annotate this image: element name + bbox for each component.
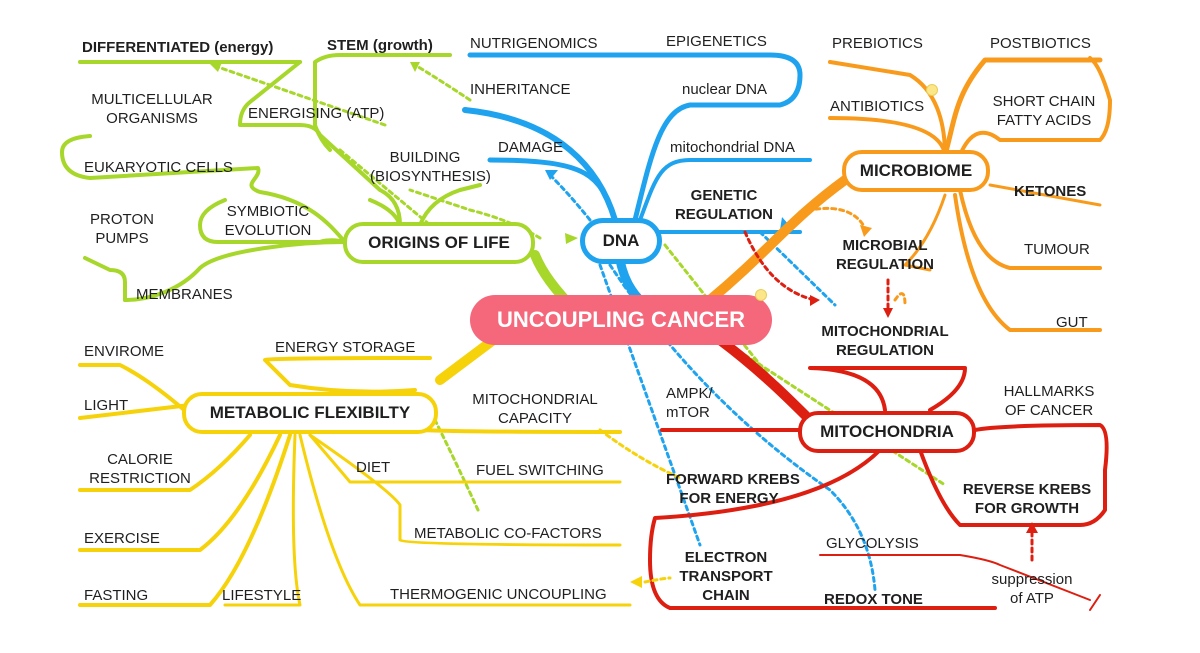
lifestyle-label: LIFESTYLE	[222, 587, 302, 604]
microbiome-dotted-links	[798, 206, 907, 307]
tumour-label: TUMOUR	[1024, 241, 1090, 258]
energising-label: ENERGISING (ATP)	[248, 105, 385, 122]
mitochondria-branch-lines	[648, 335, 1109, 611]
mitochondria-dotted-links	[743, 230, 1034, 562]
origins-of-life-label: ORIGINS OF LIFE	[368, 233, 510, 252]
ketones-label: KETONES	[1014, 183, 1087, 200]
postbiotics-label: POSTBIOTICS	[990, 35, 1091, 52]
glycolysis-label: GLYCOLYSIS	[826, 535, 919, 552]
exercise-label: EXERCISE	[84, 530, 160, 547]
stem-label: STEM (growth)	[327, 37, 433, 54]
nutrigenomics-label: NUTRIGENOMICS	[470, 35, 598, 52]
damage-label: DAMAGE	[498, 139, 564, 156]
membranes-label: MEMBRANES	[136, 286, 233, 303]
dna-node: DNA	[580, 218, 662, 264]
highlight-dot	[755, 289, 767, 301]
microbiome-branch-lines	[705, 56, 1112, 332]
thermogenic-uncoupling-label: THERMOGENIC UNCOUPLING	[390, 586, 607, 603]
envirome-label: ENVIROME	[84, 343, 165, 360]
energy-storage-label: ENERGY STORAGE	[275, 339, 416, 356]
mitochondria-label: MITOCHONDRIA	[820, 422, 954, 441]
microbiome-node: MICROBIOME	[842, 150, 990, 192]
metabolic-flexibility-node: METABOLIC FLEXIBILTY	[182, 392, 438, 434]
mitochondria-node: MITOCHONDRIA	[798, 411, 976, 453]
differentiated-label: DIFFERENTIATED (energy)	[82, 39, 274, 56]
dna-label: DNA	[602, 231, 640, 250]
eukaryotic-label: EUKARYOTIC CELLS	[84, 159, 233, 176]
prebiotics-label: PREBIOTICS	[832, 35, 923, 52]
metabolic-flexibility-label: METABOLIC FLEXIBILTY	[209, 403, 411, 422]
light-label: LIGHT	[84, 397, 129, 414]
central-node-label: UNCOUPLING CANCER	[496, 307, 746, 332]
metabolic-cofactors-label: METABOLIC CO-FACTORS	[414, 525, 602, 542]
nuclear-dna-label: nuclear DNA	[682, 81, 768, 98]
microbiome-label: MICROBIOME	[859, 161, 973, 180]
highlight-dot	[926, 84, 938, 96]
inheritance-label: INHERITANCE	[470, 81, 571, 98]
metabolic-dotted-links	[598, 428, 682, 584]
gut-label: GUT	[1056, 314, 1088, 331]
central-node: UNCOUPLING CANCER	[470, 295, 772, 345]
diet-label: DIET	[356, 459, 391, 476]
mitochondrial-dna-label: mitochondrial DNA	[670, 139, 796, 156]
fuel-switching-label: FUEL SWITCHING	[476, 462, 604, 479]
redox-tone-label: REDOX TONE	[824, 591, 923, 608]
ampk-mtor-label: AMPK/mTOR	[666, 385, 713, 421]
antibiotics-label: ANTIBIOTICS	[830, 98, 925, 115]
epigenetics-label: EPIGENETICS	[666, 33, 767, 50]
building-label: BUILDING(BIOSYNTHESIS)	[370, 149, 491, 185]
origins-of-life-node: ORIGINS OF LIFE	[343, 222, 535, 264]
fasting-label: FASTING	[84, 587, 149, 604]
